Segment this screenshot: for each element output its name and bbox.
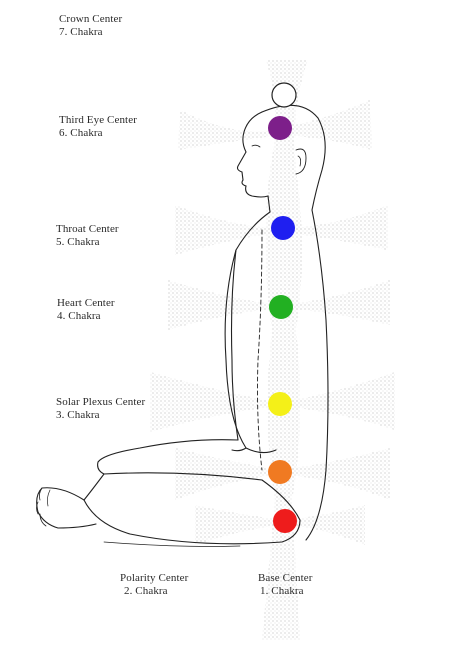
label-polarity: Polarity Center 2. Chakra	[120, 572, 188, 598]
label-solar-plexus-name: Solar Plexus Center	[56, 396, 145, 409]
heart-chakra-dot	[269, 295, 293, 319]
base-chakra-dot	[273, 509, 297, 533]
label-heart: Heart Center 4. Chakra	[57, 297, 115, 323]
label-solar-plexus-num: 3. Chakra	[56, 409, 145, 422]
label-throat: Throat Center 5. Chakra	[56, 223, 119, 249]
third-eye-chakra-dot	[268, 116, 292, 140]
polarity-chakra-dot	[268, 460, 292, 484]
label-heart-num: 4. Chakra	[57, 310, 115, 323]
vertical-energy-channel	[262, 60, 308, 640]
label-throat-name: Throat Center	[56, 223, 119, 236]
label-base-num: 1. Chakra	[258, 585, 313, 598]
label-third-eye-num: 6. Chakra	[59, 127, 137, 140]
label-polarity-num: 2. Chakra	[120, 585, 188, 598]
label-crown-name: Crown Center	[59, 13, 122, 26]
label-polarity-name: Polarity Center	[120, 572, 188, 585]
label-third-eye: Third Eye Center 6. Chakra	[59, 114, 137, 140]
label-crown-num: 7. Chakra	[59, 26, 122, 39]
label-heart-name: Heart Center	[57, 297, 115, 310]
label-base: Base Center 1. Chakra	[258, 572, 313, 598]
solar-plexus-chakra-dot	[268, 392, 292, 416]
label-throat-num: 5. Chakra	[56, 236, 119, 249]
label-solar-plexus: Solar Plexus Center 3. Chakra	[56, 396, 145, 422]
label-third-eye-name: Third Eye Center	[59, 114, 137, 127]
throat-chakra-dot	[271, 216, 295, 240]
crown-chakra-dot	[272, 83, 296, 107]
label-crown: Crown Center 7. Chakra	[59, 13, 122, 39]
label-base-name: Base Center	[258, 572, 313, 585]
energy-bands	[150, 60, 395, 640]
